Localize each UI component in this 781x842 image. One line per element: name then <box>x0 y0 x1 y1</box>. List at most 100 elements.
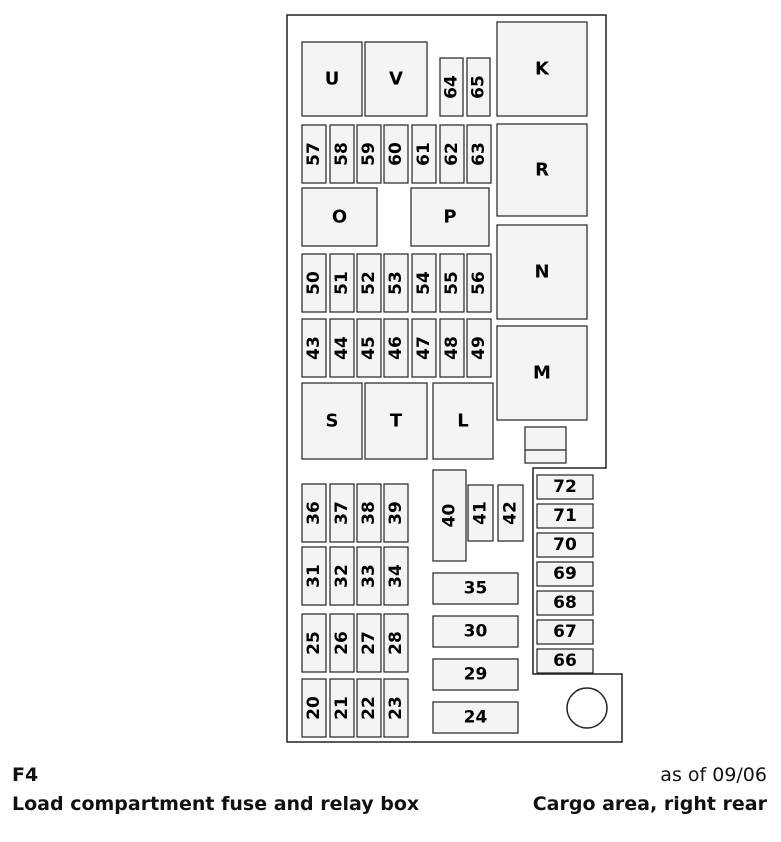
fuse-label: 68 <box>553 593 577 613</box>
fuse-52: 52 <box>356 253 382 313</box>
fuse-label: 57 <box>304 142 324 166</box>
fuse-27: 27 <box>356 613 382 673</box>
fuse-61: 61 <box>411 124 437 184</box>
fuse-23: 23 <box>383 678 409 738</box>
fuse-label: 70 <box>553 535 577 555</box>
relay-t: T <box>364 382 428 460</box>
fuse-65: 65 <box>466 57 491 117</box>
fuse-62: 62 <box>439 124 465 184</box>
fuse-label: 38 <box>359 501 379 525</box>
fuse-label: 40 <box>440 504 460 528</box>
fuse-66: 66 <box>536 648 594 674</box>
fuse-label: 53 <box>386 271 406 295</box>
fuse-label: 34 <box>386 564 406 588</box>
fuse-label: 65 <box>469 75 489 99</box>
component-title: Load compartment fuse and relay box <box>12 793 420 815</box>
mounting-hole <box>566 687 608 729</box>
fuse-label: 36 <box>304 501 324 525</box>
fuse-label: 66 <box>553 651 577 671</box>
fuse-label: 61 <box>414 142 434 166</box>
fuse-31: 31 <box>301 546 327 606</box>
fuse-68: 68 <box>536 590 594 616</box>
fuse-label: 69 <box>553 564 577 584</box>
relay-v: V <box>364 41 428 117</box>
fuse-label: 48 <box>442 336 462 360</box>
fuse-69: 69 <box>536 561 594 587</box>
fuse-67: 67 <box>536 619 594 645</box>
fuse-42: 42 <box>497 484 524 542</box>
fuse-label: 41 <box>471 501 491 525</box>
fuse-71: 71 <box>536 503 594 529</box>
revision-date: as of 09/06 <box>660 764 767 786</box>
fuse-47: 47 <box>411 318 437 378</box>
fuse-22: 22 <box>356 678 382 738</box>
relay-k: K <box>496 21 588 117</box>
fuse-35: 35 <box>432 572 519 605</box>
relay-label: T <box>390 411 403 432</box>
fuse-label: 20 <box>304 696 324 720</box>
fuse-label: 45 <box>359 336 379 360</box>
fuse-46: 46 <box>383 318 409 378</box>
relay-label: P <box>443 207 456 228</box>
fuse-43: 43 <box>301 318 327 378</box>
fuse-28: 28 <box>383 613 409 673</box>
fuse-45: 45 <box>356 318 382 378</box>
relay-label: N <box>534 262 549 283</box>
fuse-label: 32 <box>332 564 352 588</box>
fuse-label: 35 <box>464 579 488 599</box>
relay-m: M <box>496 325 588 421</box>
relay-label: O <box>332 207 347 228</box>
fuse-38: 38 <box>356 483 382 543</box>
fuse-55: 55 <box>439 253 465 313</box>
fuse-32: 32 <box>329 546 355 606</box>
fuse-label: 37 <box>332 501 352 525</box>
fuse-label: 22 <box>359 696 379 720</box>
fuse-label: 28 <box>386 631 406 655</box>
fuse-21: 21 <box>329 678 355 738</box>
fuse-label: 21 <box>332 696 352 720</box>
fuse-label: 46 <box>386 336 406 360</box>
relay-label: R <box>535 160 549 181</box>
fuse-label: 29 <box>464 665 488 685</box>
fuse-label: 55 <box>442 271 462 295</box>
relay-label: M <box>533 363 551 384</box>
fuse-label: 25 <box>304 631 324 655</box>
fuse-44: 44 <box>329 318 355 378</box>
fuse-29: 29 <box>432 658 519 691</box>
fuse-25: 25 <box>301 613 327 673</box>
fuse-48: 48 <box>439 318 465 378</box>
relay-label: K <box>535 59 550 80</box>
relay-label: S <box>326 411 339 432</box>
fuse-49: 49 <box>466 318 492 378</box>
fuse-label: 50 <box>304 271 324 295</box>
fuse-label: 62 <box>442 142 462 166</box>
fuse-70: 70 <box>536 532 594 558</box>
fuse-label: 54 <box>414 271 434 295</box>
fuse-40: 40 <box>432 469 467 562</box>
fuse-34: 34 <box>383 546 409 606</box>
fuse-label: 49 <box>469 336 489 360</box>
fuse-label: 47 <box>414 336 434 360</box>
fuse-label: 60 <box>386 142 406 166</box>
relay-r: R <box>496 123 588 217</box>
fuse-26: 26 <box>329 613 355 673</box>
fuse-53: 53 <box>383 253 409 313</box>
fuse-58: 58 <box>329 124 355 184</box>
fuse-label: 42 <box>501 501 521 525</box>
fuse-label: 43 <box>304 336 324 360</box>
fuse-63: 63 <box>466 124 492 184</box>
fuse-51: 51 <box>329 253 355 313</box>
fuse-label: 31 <box>304 564 324 588</box>
fuse-50: 50 <box>301 253 327 313</box>
fuse-72: 72 <box>536 474 594 500</box>
fuse-36: 36 <box>301 483 327 543</box>
fuse-label: 24 <box>464 708 488 728</box>
fuse-label: 30 <box>464 622 488 642</box>
component-location: Cargo area, right rear <box>532 793 767 815</box>
fuse-label: 33 <box>359 564 379 588</box>
fuse-label: 52 <box>359 271 379 295</box>
relay-s: S <box>301 382 363 460</box>
fuse-label: 59 <box>359 142 379 166</box>
fuse-33: 33 <box>356 546 382 606</box>
